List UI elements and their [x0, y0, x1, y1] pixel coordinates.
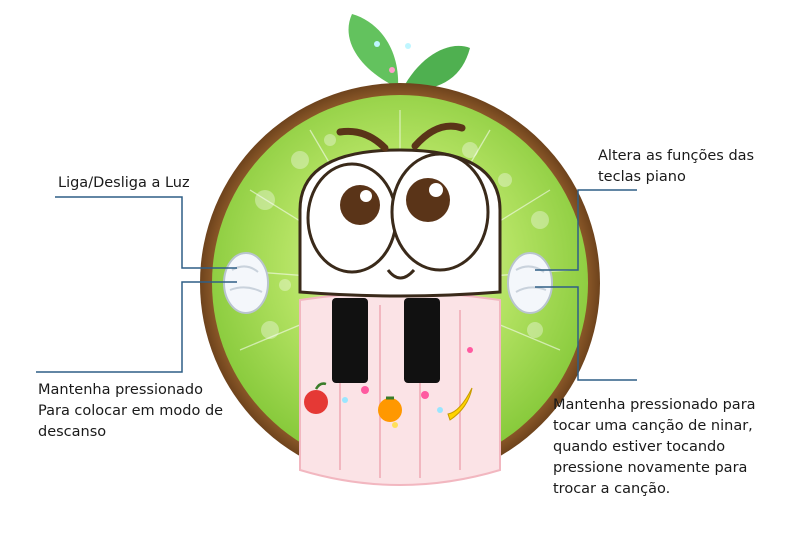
left-eyebrow	[336, 127, 389, 152]
callout-rest-mode: Mantenha pressionado Para colocar em mod…	[38, 382, 224, 440]
leaf-top	[348, 14, 470, 91]
left-glove-button[interactable]	[223, 252, 269, 314]
callout-piano-functions: Altera as funções das teclas piano	[598, 148, 755, 185]
black-key-right[interactable]	[404, 298, 440, 383]
black-key-left[interactable]	[332, 298, 368, 383]
piano-keyboard	[299, 291, 501, 486]
orange-icon	[378, 396, 402, 422]
callout-line-rest	[36, 281, 237, 373]
apple-icon	[304, 382, 328, 414]
callout-light-toggle: Liga/Desliga a Luz	[58, 175, 190, 191]
right-eyebrow	[411, 122, 466, 150]
right-glove-button[interactable]	[507, 252, 553, 314]
kiwi-face	[298, 122, 502, 298]
callout-line-light	[55, 196, 237, 269]
flesh-seeds	[255, 134, 549, 339]
mouth	[386, 268, 416, 280]
callout-line-lullaby	[535, 286, 637, 381]
banana-icon	[447, 387, 473, 421]
callout-lines	[36, 189, 637, 381]
callout-line-keys	[535, 189, 637, 271]
callout-lullaby: Mantenha pressionado para tocar uma canç…	[553, 397, 756, 497]
